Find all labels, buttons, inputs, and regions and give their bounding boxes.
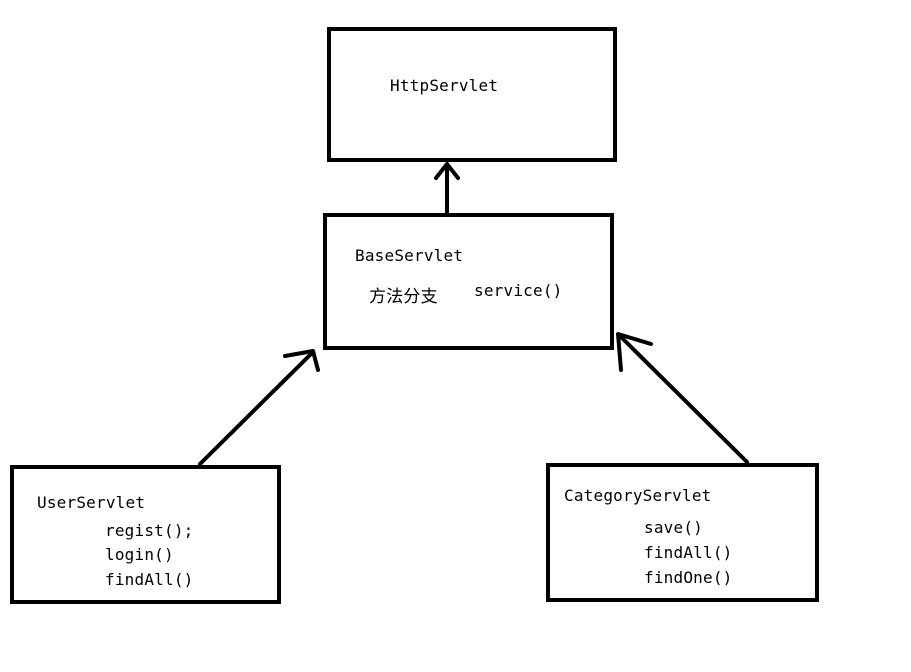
arrow-category-to-base-head [616, 332, 653, 372]
arrow-category-to-base-shaft [617, 333, 749, 464]
base-servlet-box: BaseServlet 方法分支 service() [323, 213, 614, 350]
arrow-category-to-base [616, 332, 749, 464]
user-servlet-name: UserServlet [37, 493, 146, 512]
user-servlet-box: UserServlet regist(); login() findAll() [10, 465, 281, 604]
category-servlet-box: CategoryServlet save() findAll() findOne… [546, 463, 819, 602]
category-servlet-method: save() [644, 518, 703, 537]
base-servlet-method: service() [474, 281, 563, 300]
category-servlet-method: findAll() [644, 543, 733, 562]
base-servlet-name: BaseServlet [355, 246, 464, 265]
arrow-user-to-base-head [283, 349, 320, 372]
user-servlet-method: login() [105, 545, 174, 564]
category-servlet-method: findOne() [644, 568, 733, 587]
arrow-user-to-base [198, 349, 320, 466]
arrow-user-to-base-shaft [198, 350, 315, 466]
user-servlet-method: findAll() [105, 570, 194, 589]
category-servlet-name: CategoryServlet [564, 486, 712, 505]
base-servlet-note: 方法分支 [369, 287, 438, 307]
user-servlet-method: regist(); [105, 521, 194, 540]
arrow-base-to-http [434, 162, 460, 215]
http-servlet-box: HttpServlet [327, 27, 617, 162]
http-servlet-name: HttpServlet [390, 76, 499, 95]
arrow-base-to-http-head [434, 162, 460, 180]
